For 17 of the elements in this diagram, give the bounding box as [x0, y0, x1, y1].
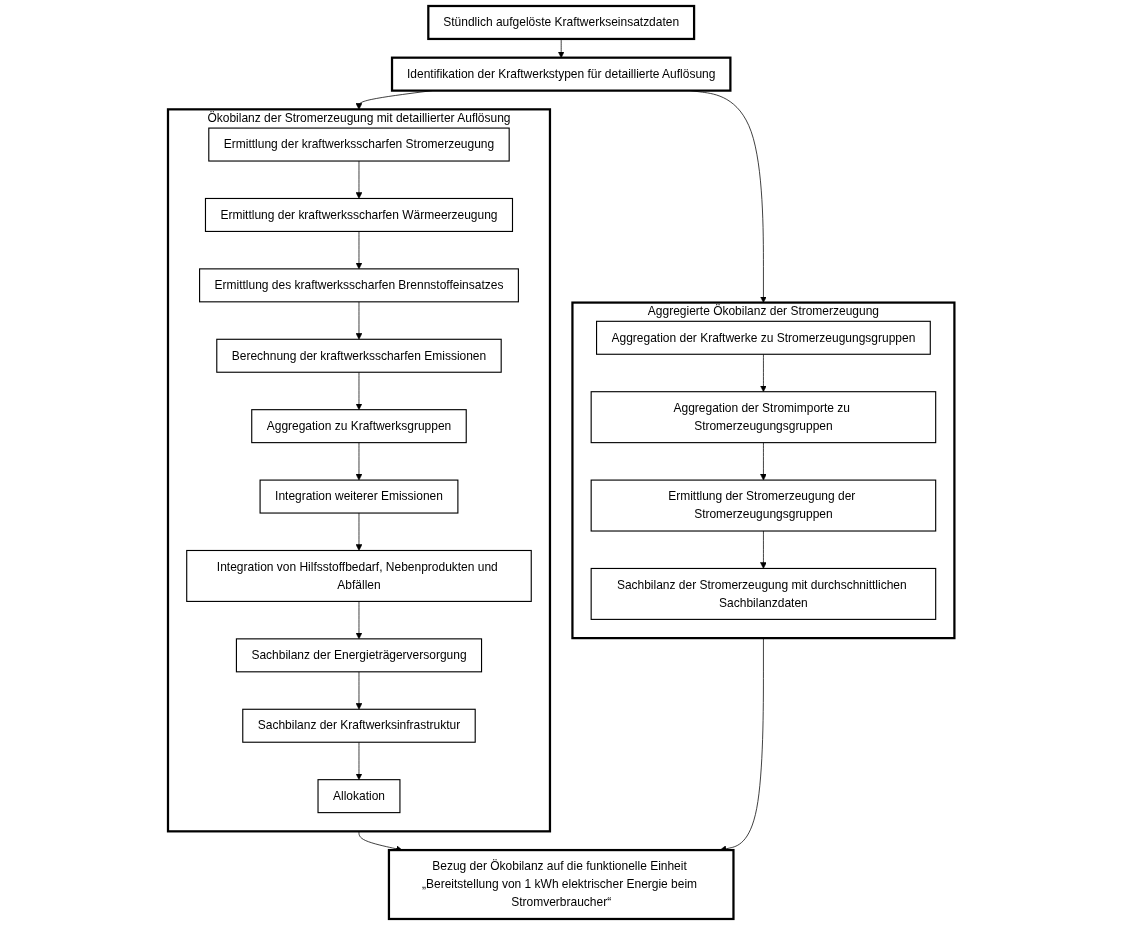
node-box: Berechnung der kraftwerksscharfen Emissionen: [216, 338, 502, 373]
node-box: Aggregation der Kraftwerke zu Stromerzeugungsgruppen: [595, 320, 931, 355]
node-box: Ermittlung des kraftwerksscharfen Brennstoffeinsatzes: [198, 268, 519, 303]
node-box: Bezug der Ökobilanz auf die funktionelle Einheit „Bereitstellung von 1 kWh elektrischer Energie beim Stromverbraucher“: [387, 848, 735, 921]
node-box: Sachbilanz der Stromerzeugung mit durchschnittlichen Sachbilanzdaten: [590, 567, 937, 620]
node-box: Stündlich aufgelöste Kraftwerkseinsatzdaten: [427, 4, 695, 41]
node-box: Allokation: [317, 779, 401, 814]
node-box: Integration von Hilfsstoffbedarf, Nebenprodukten und Abfällen: [185, 549, 532, 602]
node-box: Sachbilanz der Kraftwerksinfrastruktur: [242, 708, 476, 743]
node-box: Ermittlung der kraftwerksscharfen Wärmeerzeugung: [204, 197, 513, 232]
node-box: Aggregation der Stromimporte zu Stromerzeugungsgruppen: [590, 391, 937, 444]
node-box: Aggregation zu Kraftwerksgruppen: [251, 409, 467, 444]
node-box: Identifikation der Kraftwerkstypen für detaillierte Auflösung: [390, 56, 732, 92]
node-box: Sachbilanz der Energieträgerversorgung: [235, 638, 482, 673]
node-box: Ermittlung der Stromerzeugung der Stromerzeugungsgruppen: [590, 479, 937, 532]
node-box: Ermittlung der kraftwerksscharfen Stromerzeugung: [208, 127, 510, 162]
node-box: Integration weiterer Emissionen: [259, 479, 459, 514]
